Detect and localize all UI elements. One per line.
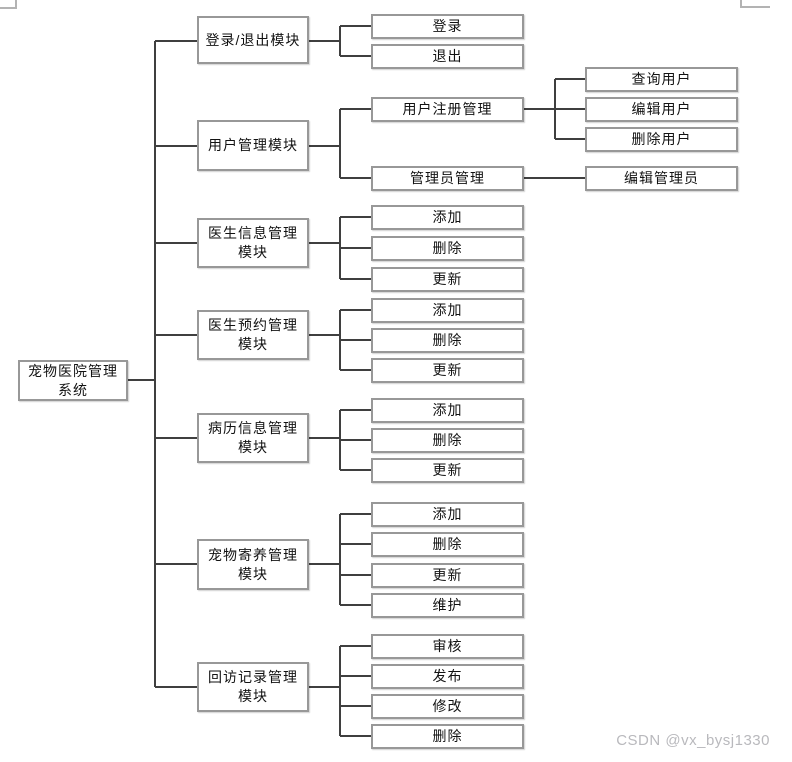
node-boarding-add: 添加 [371,502,524,527]
node-doctor-info-delete: 删除 [371,236,524,261]
node-appointment-delete: 删除 [371,328,524,353]
node-followup-audit: 审核 [371,634,524,659]
cropped-box-corner-top-left [0,0,17,9]
watermark: CSDN @vx_bysj1330 [616,732,770,749]
node-record-update: 更新 [371,458,524,483]
module-doctor-info: 医生信息管理 模块 [197,218,309,268]
node-boarding-delete: 删除 [371,532,524,557]
node-doctor-info-update: 更新 [371,267,524,292]
connector-lines [128,25,585,737]
node-appointment-add: 添加 [371,298,524,323]
node-appointment-update: 更新 [371,358,524,383]
node-logout: 退出 [371,44,524,69]
node-user-register-mgmt: 用户注册管理 [371,97,524,122]
node-login: 登录 [371,14,524,39]
module-medical-record: 病历信息管理 模块 [197,413,309,463]
node-delete-user: 删除用户 [585,127,738,152]
node-admin-mgmt: 管理员管理 [371,166,524,191]
node-record-delete: 删除 [371,428,524,453]
module-login-logout: 登录/退出模块 [197,16,309,64]
module-doctor-appointment: 医生预约管理 模块 [197,310,309,360]
node-record-add: 添加 [371,398,524,423]
module-pet-boarding: 宠物寄养管理 模块 [197,539,309,590]
root-node: 宠物医院管理 系统 [18,360,128,401]
node-edit-user: 编辑用户 [585,97,738,122]
node-boarding-maintain: 维护 [371,593,524,618]
node-followup-publish: 发布 [371,664,524,689]
node-boarding-update: 更新 [371,563,524,588]
cropped-box-corner-top-right [740,0,770,8]
node-followup-modify: 修改 [371,694,524,719]
node-doctor-info-add: 添加 [371,205,524,230]
node-query-user: 查询用户 [585,67,738,92]
node-edit-admin: 编辑管理员 [585,166,738,191]
module-follow-up-record: 回访记录管理 模块 [197,662,309,712]
node-followup-delete: 删除 [371,724,524,749]
module-user-management: 用户管理模块 [197,120,309,171]
